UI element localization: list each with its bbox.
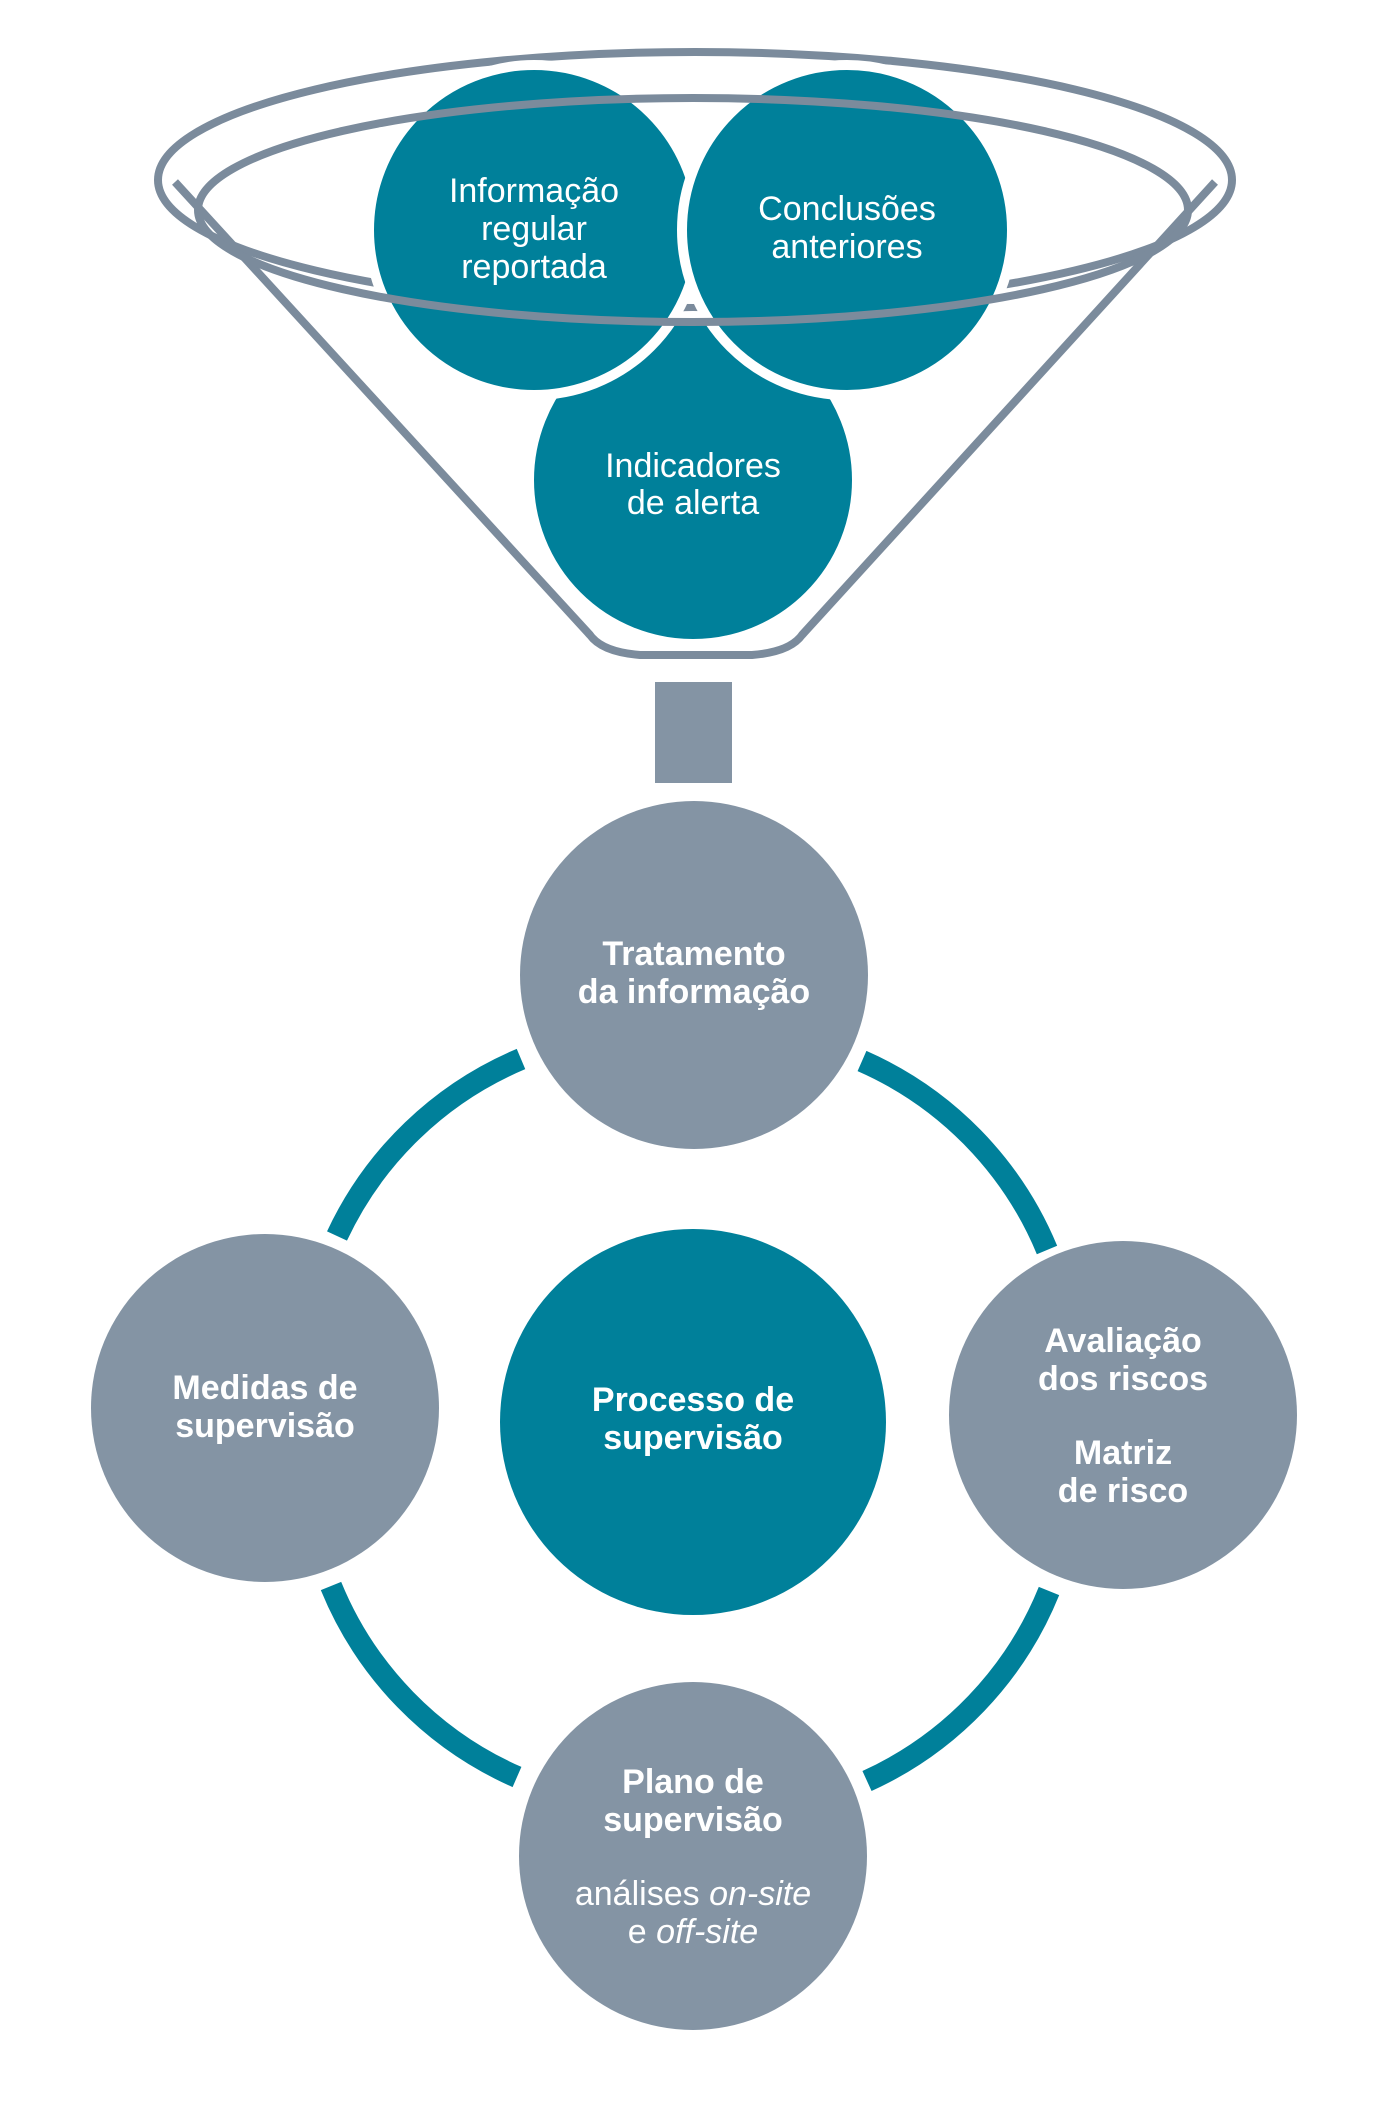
cycle-ring bbox=[320, 1048, 1060, 1792]
funnel-rim-inner bbox=[194, 94, 1192, 326]
node-tratamento: Tratamento da informação bbox=[520, 801, 868, 1149]
arc-top-left bbox=[327, 1048, 526, 1241]
arc-bottom-left bbox=[320, 1581, 522, 1788]
medidas-line-2: supervisão bbox=[175, 1407, 355, 1445]
node-plano: Plano de supervisão análises on-site e o… bbox=[519, 1682, 867, 2030]
node-avaliacao: Avaliação dos riscos Matriz de risco bbox=[949, 1241, 1297, 1589]
node-medidas: Medidas de supervisão bbox=[91, 1234, 439, 1582]
plano-sub-1-prefix: análises bbox=[575, 1875, 709, 1913]
avaliacao-line-2: dos riscos bbox=[1038, 1360, 1208, 1398]
info-line-3: reportada bbox=[461, 248, 607, 286]
arc-top-right bbox=[857, 1050, 1058, 1255]
plano-line-1: Plano de bbox=[622, 1763, 764, 1801]
matriz-line-2: de risco bbox=[1058, 1472, 1188, 1510]
info-line-1: Informação bbox=[449, 172, 619, 210]
tratamento-line-1: Tratamento bbox=[602, 935, 785, 973]
processo-line-1: Processo de bbox=[592, 1381, 794, 1419]
plano-sub-2-italic: off-site bbox=[656, 1913, 758, 1951]
avaliacao-line-1: Avaliação bbox=[1044, 1322, 1202, 1360]
input-circle-conclusoes: Conclusões anteriores bbox=[677, 60, 1017, 400]
plano-sub-1-italic: on-site bbox=[709, 1875, 811, 1913]
indicadores-line-2: de alerta bbox=[627, 484, 759, 522]
conclusoes-line-1: Conclusões bbox=[758, 190, 936, 228]
processo-line-2: supervisão bbox=[603, 1419, 783, 1457]
arc-bottom-right bbox=[862, 1586, 1060, 1792]
tratamento-line-2: da informação bbox=[578, 973, 810, 1011]
info-line-2: regular bbox=[481, 210, 587, 248]
plano-sub-line-2: e off-site bbox=[628, 1913, 758, 1951]
conclusoes-line-2: anteriores bbox=[771, 228, 922, 266]
funnel-rim-outer bbox=[154, 48, 1236, 312]
plano-sub-2-prefix: e bbox=[628, 1913, 656, 1951]
plano-line-2: supervisão bbox=[603, 1801, 783, 1839]
funnel-spout bbox=[655, 682, 732, 783]
node-center-processo: Processo de supervisão bbox=[500, 1229, 886, 1615]
indicadores-line-1: Indicadores bbox=[605, 447, 781, 485]
funnel bbox=[154, 48, 1236, 659]
input-circle-indicadores: Indicadores de alerta bbox=[524, 311, 862, 649]
plano-sub-line-1: análises on-site bbox=[575, 1875, 811, 1913]
matriz-line-1: Matriz bbox=[1074, 1434, 1172, 1472]
funnel-outer-shape bbox=[172, 179, 1218, 659]
medidas-line-1: Medidas de bbox=[172, 1369, 357, 1407]
